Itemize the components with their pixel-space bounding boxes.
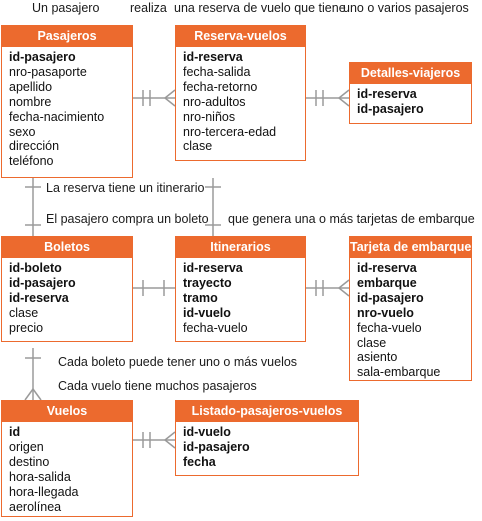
- key-field: id-pasajero: [183, 439, 250, 454]
- field: destino: [9, 454, 50, 469]
- field: fecha-nacimiento: [9, 109, 105, 124]
- key-field: id-pasajero: [9, 50, 76, 64]
- entity-title: Itinerarios: [176, 237, 305, 258]
- crowfoot-tarjeta-a: [338, 279, 350, 289]
- caption-pasajero-compra: El pasajero compra un boleto: [46, 212, 209, 226]
- field: aerolínea: [9, 499, 62, 514]
- crowfoot-reserva-b: [164, 97, 176, 107]
- crowfoot-tarjeta-b: [338, 287, 350, 297]
- field: nro-pasaporte: [9, 64, 87, 79]
- field: teléfono: [9, 154, 54, 169]
- caption-realiza: realiza: [130, 1, 167, 15]
- crowfoot-vuelos-b: [32, 388, 42, 401]
- entity-title: Pasajeros: [2, 26, 132, 47]
- entity-title: Listado-pasajeros-vuelos: [176, 401, 358, 422]
- crowfoot-vuelos-a: [24, 388, 34, 401]
- entity-title: Reserva-vuelos: [176, 26, 305, 47]
- entity-title: Vuelos: [2, 401, 132, 422]
- key-field: id-reserva: [183, 261, 243, 275]
- crowfoot-listado-a: [164, 431, 176, 441]
- key-field: id-reserva: [357, 261, 417, 275]
- key-field: id-pasajero: [9, 275, 76, 290]
- field: clase: [9, 305, 39, 320]
- field: clase: [357, 335, 387, 350]
- caption-un-pasajero: Un pasajero: [32, 1, 100, 15]
- key-field: id-reserva: [357, 87, 417, 101]
- entity-title: Boletos: [2, 237, 132, 258]
- key-field: id-reserva: [183, 50, 243, 64]
- caption-reserva-itinerario: La reserva tiene un itinerario: [46, 181, 205, 195]
- key-field: id-pasajero: [357, 290, 424, 305]
- entity-title: Detalles-viajeros: [350, 63, 471, 84]
- key-field: embarque: [357, 275, 417, 290]
- field: origen: [9, 439, 44, 454]
- crowfoot-detalles-b: [338, 97, 350, 107]
- field: clase: [183, 139, 213, 154]
- key-field: id-reserva: [9, 290, 69, 305]
- caption-vuelo-pasajeros: Cada vuelo tiene muchos pasajeros: [58, 379, 257, 393]
- caption-varios-pasajeros: uno o varios pasajeros: [343, 1, 469, 15]
- key-field: tramo: [183, 290, 218, 305]
- key-field: trayecto: [183, 275, 232, 290]
- caption-boleto-vuelos: Cada boleto puede tener uno o más vuelos: [58, 355, 298, 369]
- entity-title: Tarjeta de embarque: [350, 237, 471, 258]
- crowfoot-detalles-a: [338, 89, 350, 99]
- field: nro-adultos: [183, 94, 246, 109]
- field: sexo: [9, 124, 36, 139]
- crowfoot-listado-b: [164, 439, 176, 449]
- caption-genera-tarjetas: que genera una o más tarjetas de embarqu…: [228, 212, 475, 226]
- field: fecha-retorno: [183, 79, 258, 94]
- key-field: id-pasajero: [357, 101, 424, 116]
- key-field: id-vuelo: [183, 305, 231, 320]
- field: precio: [9, 320, 44, 335]
- crowfoot-reserva-a: [164, 89, 176, 99]
- key-field: id: [9, 425, 21, 439]
- field: asiento: [357, 350, 398, 365]
- field: dirección: [9, 139, 60, 154]
- field: sala-embarque: [357, 365, 441, 380]
- field: fecha-vuelo: [357, 320, 422, 335]
- field: nro-niños: [183, 109, 236, 124]
- key-field: nro-vuelo: [357, 305, 414, 320]
- field: nombre: [9, 94, 52, 109]
- field: hora-salida: [9, 469, 71, 484]
- caption-reserva-tiene: una reserva de vuelo que tiene: [174, 1, 346, 15]
- field: hora-llegada: [9, 484, 79, 499]
- key-field: id-boleto: [9, 261, 62, 275]
- field: nro-tercera-edad: [183, 124, 277, 139]
- field: fecha-vuelo: [183, 320, 248, 335]
- key-field: id-vuelo: [183, 425, 231, 439]
- field: fecha-salida: [183, 64, 251, 79]
- field: apellido: [9, 79, 53, 94]
- key-field: fecha: [183, 454, 216, 469]
